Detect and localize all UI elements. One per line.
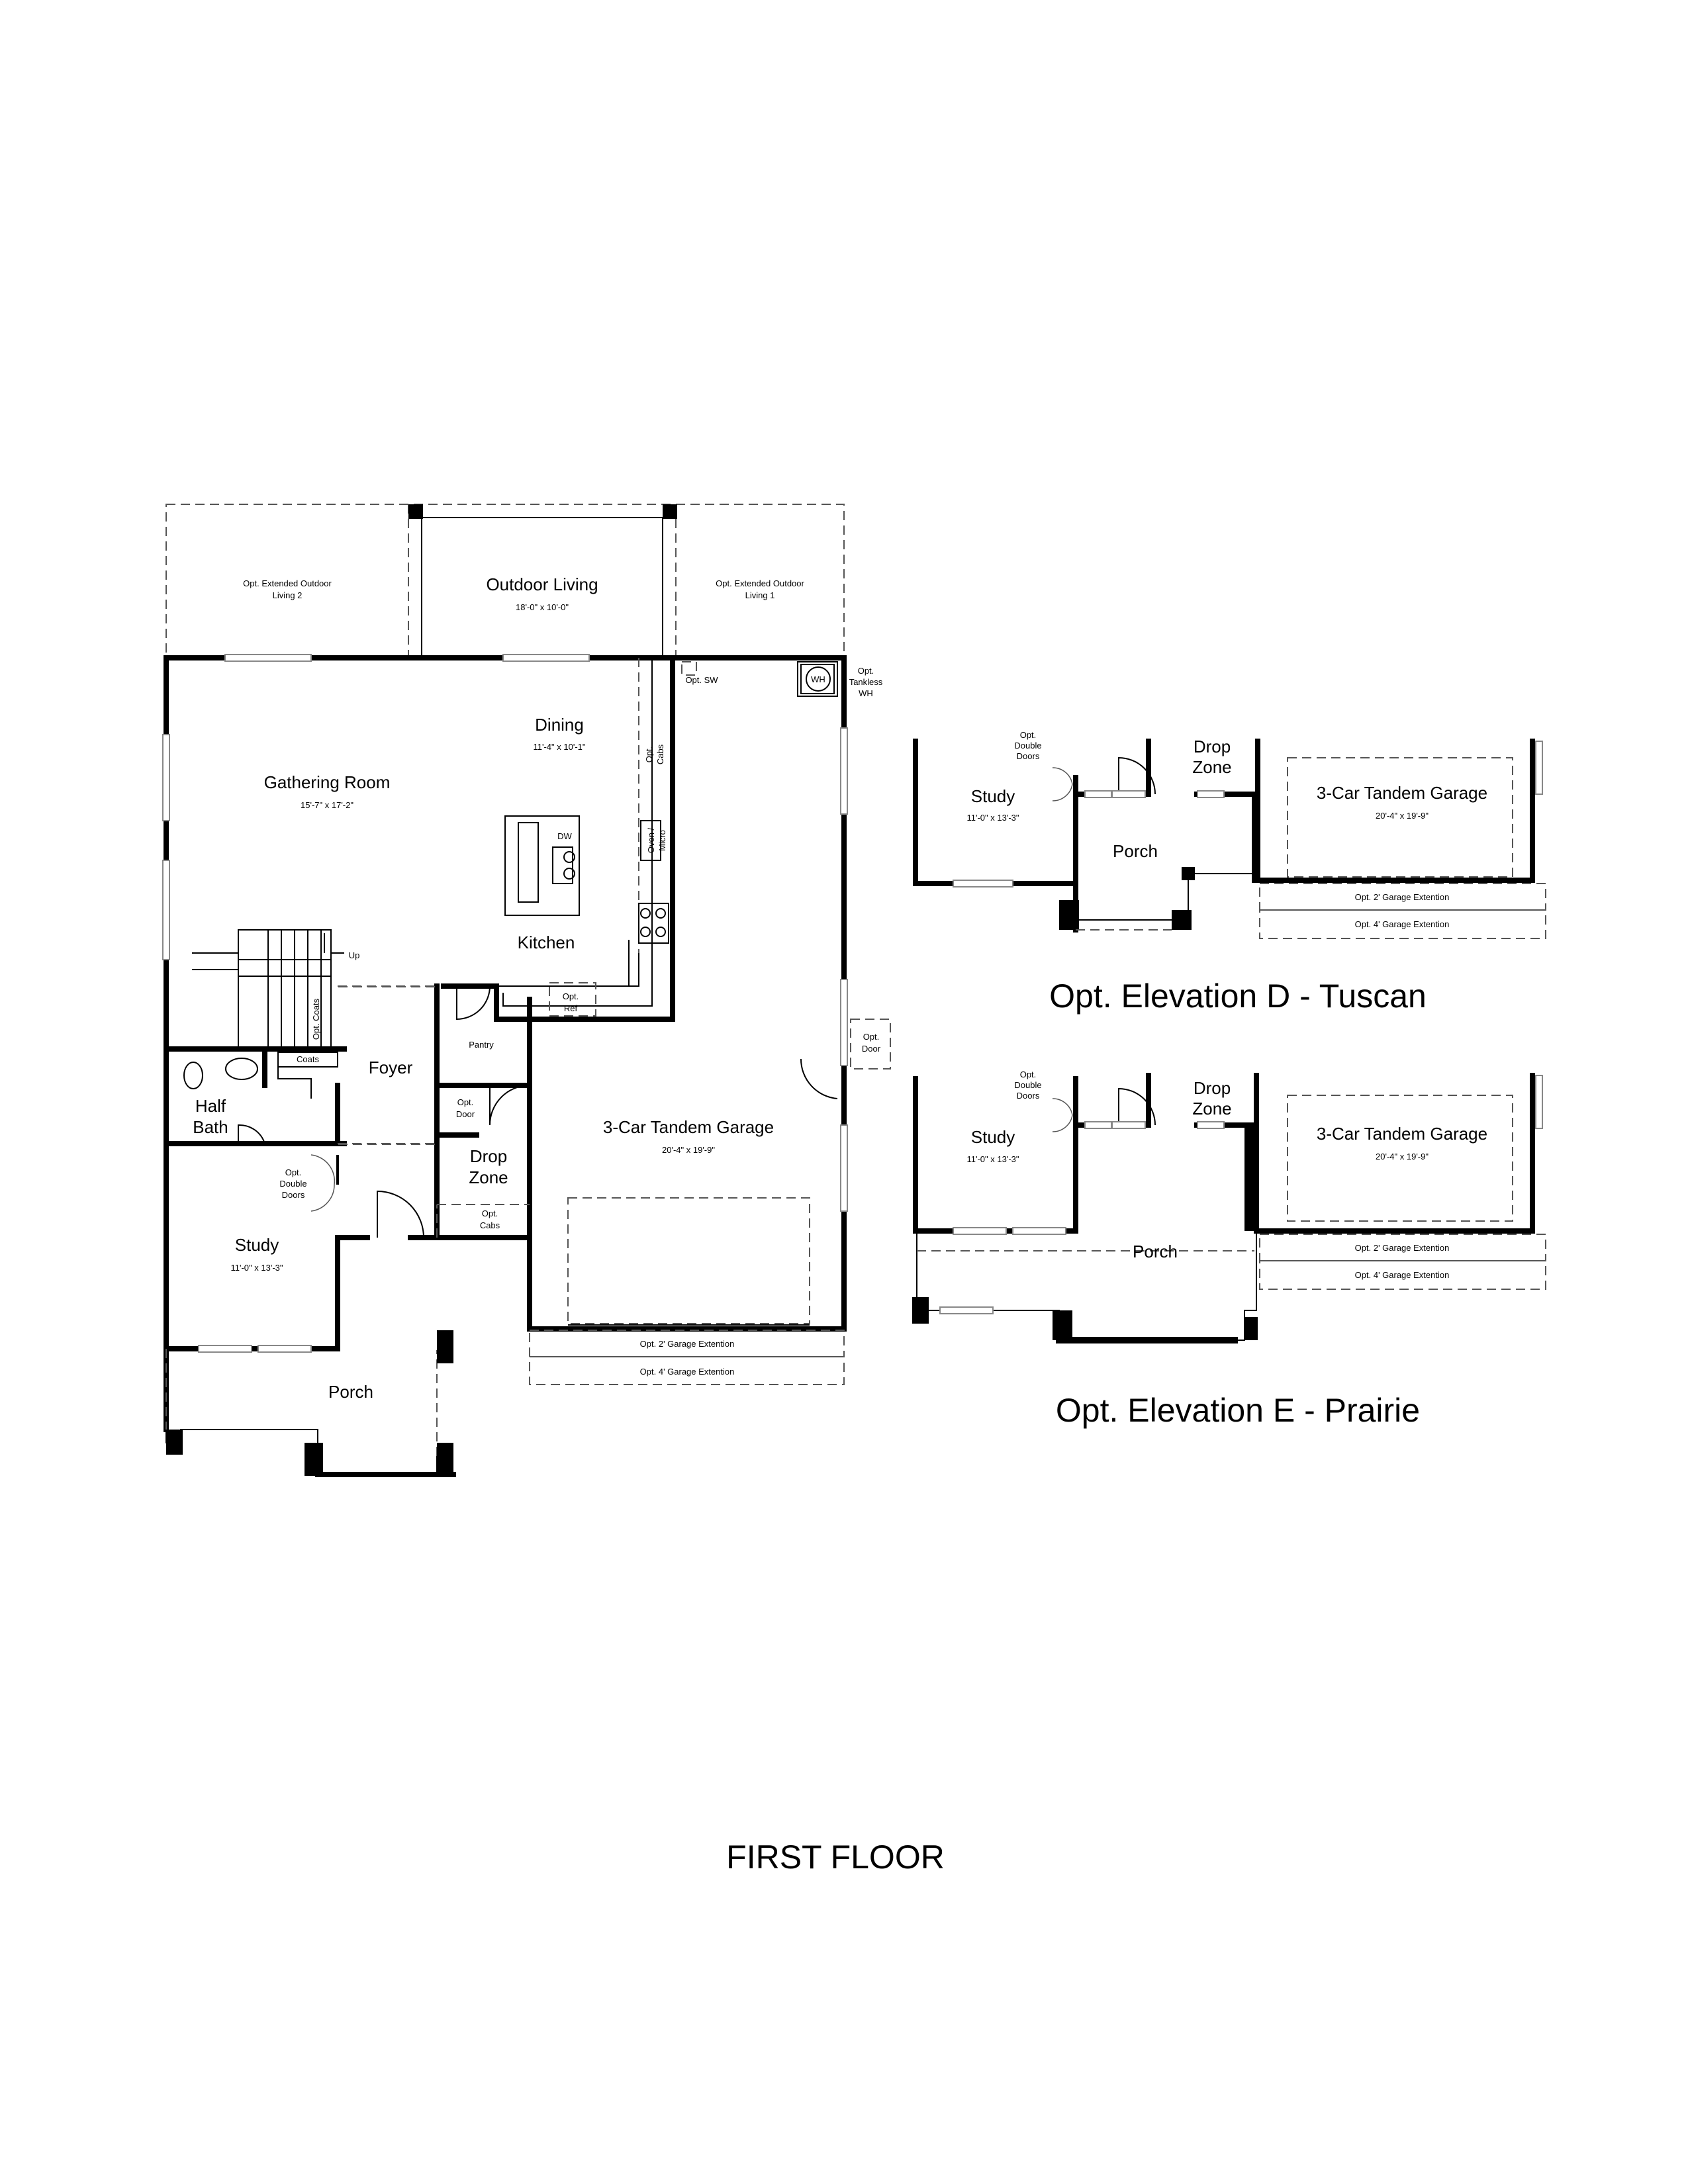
half-bath-line2: Bath [193, 1117, 228, 1137]
ext-outdoor-1-line1: Opt. Extended Outdoor [716, 578, 804, 588]
elev-d-drop-zone-line1: Drop [1194, 737, 1231, 756]
elev-e-garage-ext-2: Opt. 2' Garage Extention [1355, 1243, 1450, 1253]
porch-label: Porch [328, 1382, 373, 1402]
gathering-room-dim: 15'-7" x 17'-2" [301, 800, 353, 810]
elev-e-garage-ext-4: Opt. 4' Garage Extention [1355, 1270, 1450, 1280]
kitchen-label: Kitchen [518, 933, 575, 952]
elev-d-double-doors-line3: Doors [1017, 751, 1040, 761]
sink [225, 1058, 258, 1080]
elev-d-study-label: Study [971, 786, 1015, 806]
elevation-d-plan [913, 739, 1546, 939]
elev-d-garage-dim: 20'-4" x 19'-9" [1376, 811, 1429, 821]
opt-door-garage-line1: Opt. [863, 1032, 880, 1042]
elev-d-double-doors-line2: Double [1014, 741, 1041, 751]
outdoor-living-label: Outdoor Living [486, 574, 598, 594]
outdoor-living-dim: 18'-0" x 10'-0" [516, 602, 569, 612]
opt-cabs-drop-line1: Opt. [482, 1208, 498, 1218]
elev-e-double-doors-line2: Double [1014, 1080, 1041, 1090]
garage-extension-2 [529, 1330, 845, 1357]
drop-zone-line2: Zone [469, 1167, 508, 1187]
page-title: FIRST FLOOR [726, 1839, 945, 1876]
post [663, 504, 677, 519]
dining-label: Dining [535, 715, 584, 735]
foyer-label: Foyer [369, 1058, 413, 1077]
opt-door-garage-line2: Door [862, 1044, 881, 1054]
tankless-line2: Tankless [849, 677, 883, 687]
oven-micro-line2: Micro [657, 830, 667, 851]
ext-outdoor-2-line2: Living 2 [273, 590, 303, 600]
elev-d-garage-ext-2: Opt. 2' Garage Extention [1355, 892, 1450, 902]
dining-dim: 11'-4" x 10'-1" [534, 742, 586, 752]
opt-door-drop-line2: Door [456, 1109, 475, 1119]
elev-e-study-label: Study [971, 1127, 1015, 1147]
tankless-line3: WH [859, 688, 873, 698]
toilet [183, 1062, 203, 1089]
opt-cabs-kitchen-line2: Cabs [655, 744, 665, 764]
post [408, 504, 423, 519]
garage-door-outline [567, 1197, 810, 1324]
study-label: Study [235, 1235, 279, 1255]
elev-e-garage-dim: 20'-4" x 19'-9" [1376, 1152, 1429, 1161]
opt-cabs-drop-line2: Cabs [480, 1220, 500, 1230]
coats-label: Coats [297, 1054, 319, 1064]
ext-outdoor-1-line2: Living 1 [745, 590, 775, 600]
staircase [192, 929, 344, 1050]
opt-sw-note: Opt. SW [685, 675, 718, 685]
elev-e-garage-label: 3-Car Tandem Garage [1317, 1124, 1487, 1144]
opt-door-drop-line1: Opt. [457, 1097, 474, 1107]
gathering-room-label: Gathering Room [264, 772, 391, 792]
main-floor-plan [162, 504, 891, 1477]
garage-ext-2-label: Opt. 2' Garage Extention [640, 1339, 735, 1349]
elev-d-porch-label: Porch [1113, 841, 1158, 861]
ext-outdoor-2-line1: Opt. Extended Outdoor [243, 578, 332, 588]
garage-extension-4 [529, 1356, 845, 1385]
elevation-e-title: Opt. Elevation E - Prairie [1056, 1392, 1420, 1429]
elev-e-study-dim: 11'-0" x 13'-3" [967, 1154, 1019, 1164]
tankless-line1: Opt. [858, 666, 874, 676]
drop-zone-line1: Drop [470, 1146, 507, 1166]
water-heater-label: WH [811, 674, 825, 684]
opt-coats-label: Opt. Coats [311, 998, 321, 1040]
stair-up-label: Up [349, 950, 360, 960]
study-dim: 11'-0" x 13'-3" [231, 1263, 283, 1273]
elev-d-study-dim: 11'-0" x 13'-3" [967, 813, 1019, 823]
elev-e-drop-zone-line1: Drop [1194, 1078, 1231, 1098]
oven-micro-line1: Oven / [646, 827, 656, 853]
elev-d-drop-zone-line2: Zone [1192, 757, 1231, 777]
elev-d-double-doors-line1: Opt. [1020, 730, 1037, 740]
dishwasher-label: DW [557, 831, 572, 841]
half-bath-line1: Half [195, 1096, 226, 1116]
opt-cabs-kitchen-line1: Opt. [644, 747, 654, 763]
opt-ref-line2: Ref [564, 1003, 578, 1013]
elev-e-drop-zone-line2: Zone [1192, 1099, 1231, 1118]
kitchen-island [504, 815, 580, 916]
pantry-label: Pantry [469, 1040, 494, 1050]
elev-e-double-doors-line3: Doors [1017, 1091, 1040, 1101]
elev-e-double-doors-line1: Opt. [1020, 1069, 1037, 1079]
elev-e-porch-label: Porch [1133, 1242, 1178, 1261]
garage-label: 3-Car Tandem Garage [603, 1117, 774, 1137]
opt-ref-line1: Opt. [563, 991, 579, 1001]
opt-double-doors-line2: Double [279, 1179, 306, 1189]
elev-d-garage-ext-4: Opt. 4' Garage Extention [1355, 919, 1450, 929]
opt-double-doors-line3: Doors [282, 1190, 305, 1200]
elev-d-garage-label: 3-Car Tandem Garage [1317, 783, 1487, 803]
elevation-d-title: Opt. Elevation D - Tuscan [1049, 978, 1427, 1015]
elevation-e-plan [912, 1073, 1546, 1343]
opt-double-doors-line1: Opt. [285, 1167, 302, 1177]
garage-dim: 20'-4" x 19'-9" [662, 1145, 715, 1155]
garage-ext-4-label: Opt. 4' Garage Extention [640, 1367, 735, 1377]
